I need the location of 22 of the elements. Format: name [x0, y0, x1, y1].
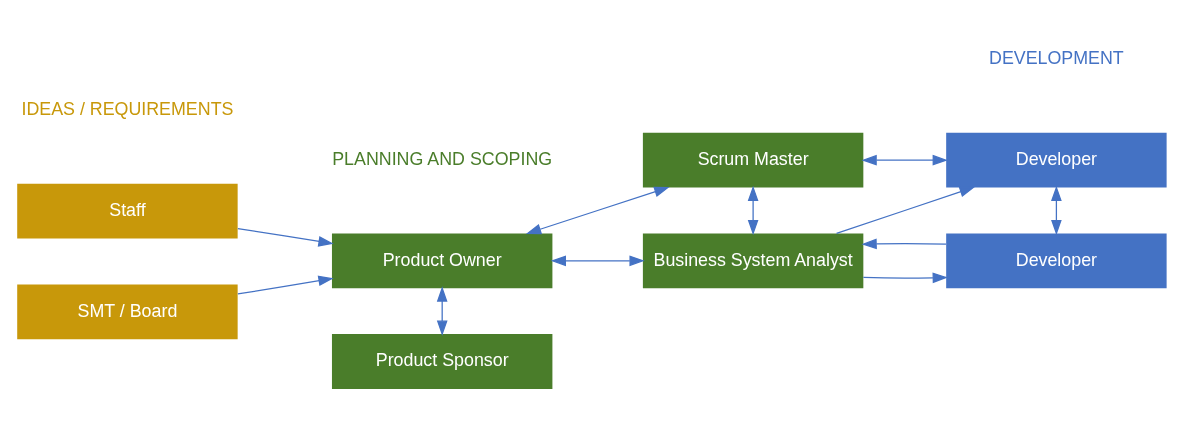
- arrow: [525, 186, 670, 235]
- node-box: Staff: [17, 183, 238, 239]
- arrow: [861, 154, 948, 166]
- node-box: Developer: [946, 233, 1167, 289]
- node-box: Business System Analyst: [642, 233, 864, 289]
- node-box: Scrum Master: [642, 132, 864, 188]
- label: PLANNING AND SCOPING: [332, 148, 553, 169]
- arrow: [862, 272, 948, 284]
- node-box: Developer: [946, 132, 1167, 188]
- arrow: [436, 286, 448, 336]
- arrow: [1051, 185, 1062, 236]
- node-box: Product Sponsor: [331, 334, 553, 389]
- arrow: [237, 227, 334, 247]
- arrow: [237, 275, 334, 295]
- node-box: SMT / Board: [17, 284, 238, 340]
- arrow: [747, 185, 759, 236]
- arrow: [550, 255, 645, 267]
- arrow: [835, 186, 975, 234]
- arrow: [861, 238, 947, 250]
- label: IDEAS / REQUIREMENTS: [21, 99, 234, 120]
- node-box: Product Owner: [331, 233, 553, 289]
- label: DEVELOPMENT: [989, 48, 1124, 69]
